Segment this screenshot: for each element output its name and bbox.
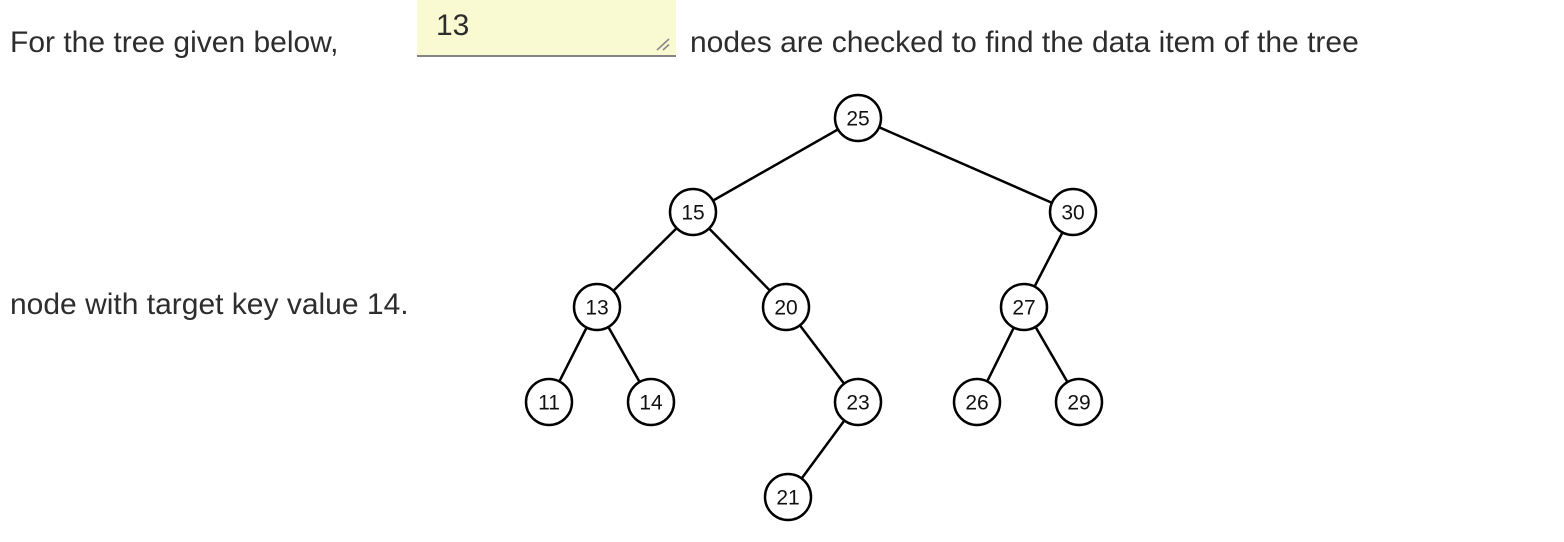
tree-node-circle-23 — [833, 377, 883, 427]
tree-nodes: 25 15 30 13 20 27 11 14 23 26 29 21 — [524, 93, 1104, 522]
tree-edge-25-15 — [692, 116, 859, 214]
binary-tree-diagram: 25 15 30 13 20 27 11 14 23 26 29 21 — [524, 93, 1104, 522]
tree-node-circle-26 — [952, 377, 1002, 427]
tree-node-label-21: 21 — [776, 486, 799, 509]
tree-node-circle-29 — [1054, 377, 1104, 427]
question-text-line2: node with target key value 14. — [10, 288, 409, 321]
tree-node-label-13: 13 — [585, 296, 608, 319]
question-text-after-blank: nodes are checked to find the data item … — [690, 26, 1359, 59]
tree-node-label-11: 11 — [538, 391, 560, 414]
resize-handle-icon[interactable] — [656, 38, 671, 52]
tree-node-circle-21 — [763, 472, 813, 522]
tree-node-label-23: 23 — [846, 391, 869, 414]
tree-node-label-26: 26 — [965, 391, 988, 414]
tree-edges — [547, 116, 1081, 498]
tree-node-circle-25 — [833, 93, 883, 143]
tree-node-circle-20 — [761, 282, 811, 332]
tree-node-label-27: 27 — [1012, 296, 1035, 319]
tree-node-circle-14 — [626, 377, 676, 427]
tree-node-label-14: 14 — [639, 391, 663, 414]
tree-node-circle-15 — [668, 187, 718, 237]
tree-node-circle-11 — [524, 377, 574, 427]
tree-node-label-15: 15 — [681, 201, 704, 224]
tree-node-label-25: 25 — [846, 107, 869, 130]
answer-blank: 13 — [417, 0, 676, 57]
tree-node-label-29: 29 — [1067, 391, 1090, 414]
tree-node-circle-27 — [999, 282, 1049, 332]
tree-node-circle-30 — [1048, 187, 1098, 237]
tree-node-label-30: 30 — [1061, 201, 1084, 224]
answer-input[interactable]: 13 — [417, 0, 676, 57]
tree-edge-25-30 — [857, 116, 1074, 214]
tree-node-circle-13 — [572, 282, 622, 332]
tree-node-label-20: 20 — [774, 296, 797, 319]
question-text-before-blank: For the tree given below, — [10, 26, 339, 59]
